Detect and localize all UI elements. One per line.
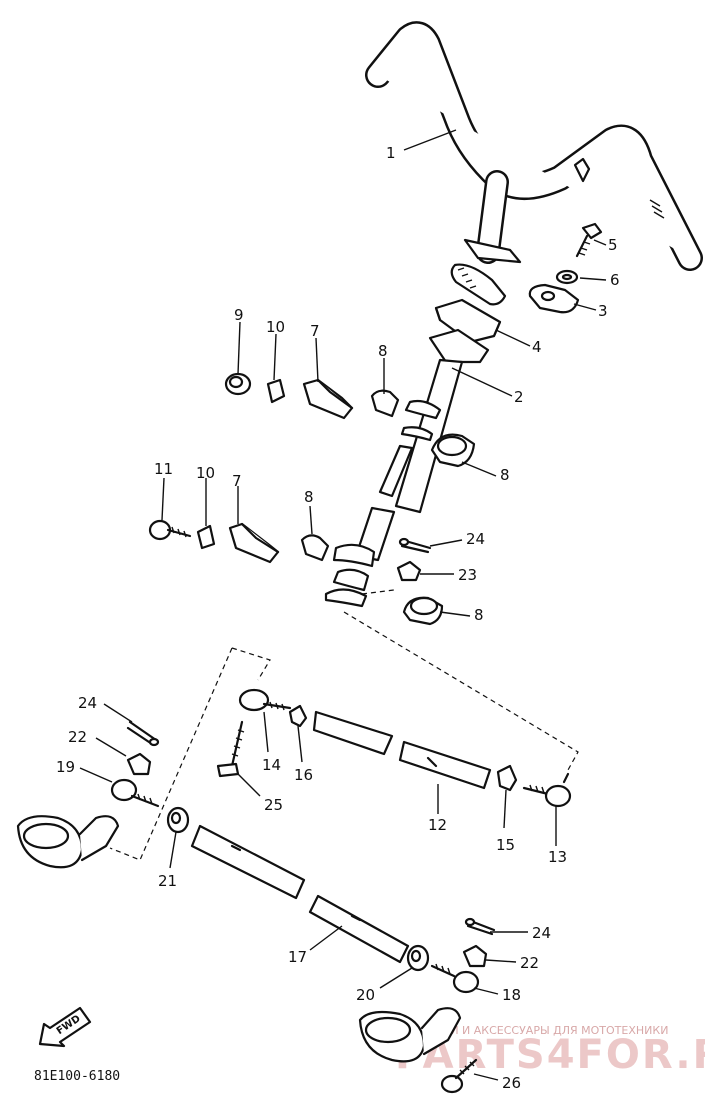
bolt-part11 [148,519,192,541]
fwd-arrow-icon: FWD [38,1006,92,1048]
callout-25: 25 [264,796,283,814]
watermark-tagline: ЗАПЧАСТИ И АКСЕССУАРЫ ДЛЯ МОТОТЕХНИКИ [398,1024,668,1037]
callout-11: 11 [154,460,173,478]
tie-rod-part17-lower [308,894,410,964]
tie-rod-end-part19 [110,778,160,808]
callout-1: 1 [386,144,396,162]
callout-3: 3 [598,302,608,320]
bracket-part7-upper [302,378,354,420]
cotter-pin-part24-lower [464,917,496,936]
callout-24-lower: 24 [532,924,551,942]
callout-22-right: 22 [520,954,539,972]
handlebar [365,21,703,271]
tie-rod-end-part14 [238,688,292,712]
nut-part15 [496,764,518,792]
callout-15: 15 [496,836,515,854]
callout-19: 19 [56,758,75,776]
bolt-part26 [440,1058,478,1094]
callout-4: 4 [532,338,542,356]
steering-column-part2 [324,328,490,608]
leader-lines [79,129,607,1081]
boot-part12-left [312,710,394,756]
callout-5: 5 [608,236,618,254]
watermark: PARTS4FOR.RU ЗАПЧАСТИ И АКСЕССУАРЫ ДЛЯ М… [395,1024,705,1078]
bolt-part5 [575,222,603,258]
bushing-part8-right-lower [402,596,444,626]
castle-nut-part23 [396,560,422,582]
bushing-part8-lower-left [300,534,330,562]
tie-rod-end-part18 [430,963,480,994]
callout-13: 13 [548,848,567,866]
callout-7-lower: 7 [232,472,242,490]
callout-24-upper: 24 [466,530,485,548]
callout-24-left: 24 [78,694,97,712]
bolt-part25 [216,720,245,778]
nut-part16 [288,704,308,728]
lower-clamp-part4 [434,298,502,344]
castle-nut-part22-left [126,752,152,776]
handlebar-holder-part3 [528,283,580,314]
callout-6: 6 [610,271,620,289]
callout-17: 17 [288,948,307,966]
callout-16: 16 [294,766,313,784]
boot-part12-right [398,740,492,790]
callout-14: 14 [262,756,281,774]
nut-part20 [406,944,430,972]
tie-rod-part17-upper [190,824,306,900]
callout-18: 18 [502,986,521,1004]
tie-rod-end-part13 [522,772,572,808]
callout-8-upper-left: 8 [378,342,388,360]
callout-10-lower: 10 [196,464,215,482]
callout-20: 20 [356,986,375,1004]
steering-knuckle-right [358,1007,462,1063]
drawing-code: 81E100-6180 [34,1069,120,1084]
callout-22-left: 22 [68,728,87,746]
castle-nut-part22-right [462,944,488,968]
bushing-part8-right-upper [430,433,476,468]
callout-7-upper: 7 [310,322,320,340]
callout-8-right-upper: 8 [500,466,510,484]
callout-8-right-lower: 8 [474,606,484,624]
nut-part10-upper [266,378,286,404]
callout-labels: 1 2 3 4 5 6 7 7 8 8 8 8 9 10 10 11 12 13… [56,144,620,1092]
bracket-part7-lower [228,522,280,564]
callout-26: 26 [502,1074,521,1092]
nut-part21 [166,806,190,834]
nut-part10-lower [196,524,216,550]
washer-part6 [555,269,579,285]
callout-21: 21 [158,872,177,890]
callout-9: 9 [234,306,244,324]
callout-12: 12 [428,816,447,834]
steering-knuckle-left [16,815,120,869]
bushing-part8-upper-left [370,389,400,418]
callout-10-upper: 10 [266,318,285,336]
assembly-dashed-lines [109,589,579,861]
cotter-pin-part24-left [126,720,160,747]
cotter-pin-part24-upper [398,537,432,554]
collar-part9 [224,372,252,396]
callout-23: 23 [458,566,477,584]
callout-2: 2 [514,388,524,406]
upper-clamp [450,238,522,306]
callout-8-lower-left: 8 [304,488,314,506]
